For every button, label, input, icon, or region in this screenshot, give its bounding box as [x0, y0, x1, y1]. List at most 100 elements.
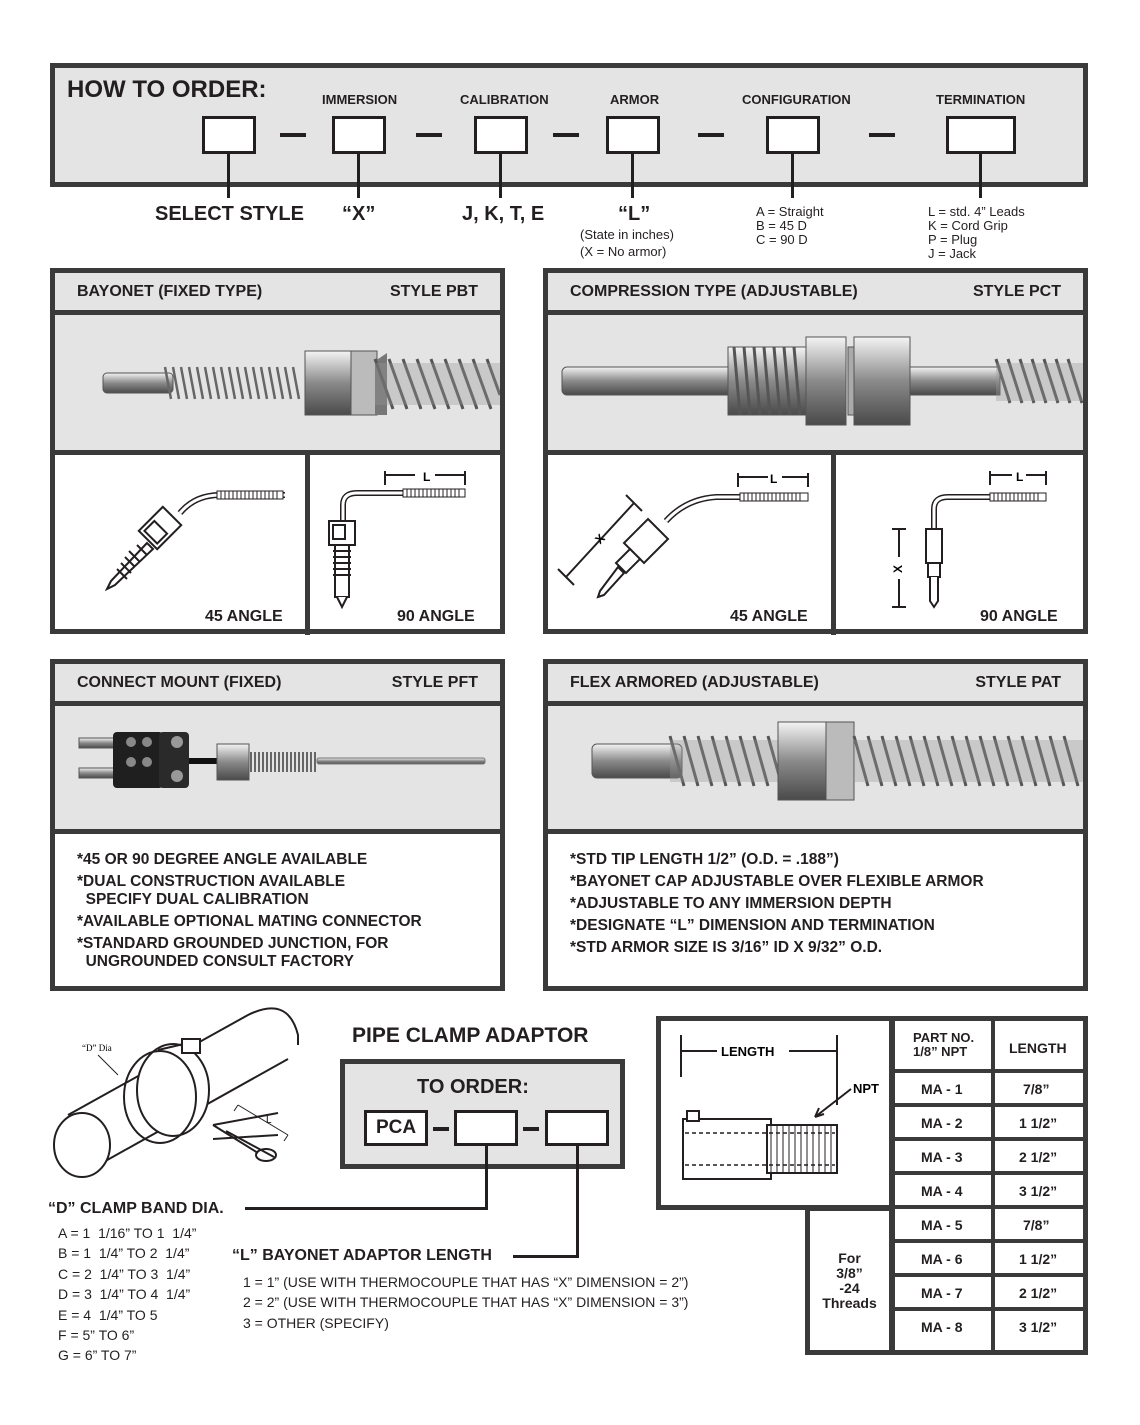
- connector-line: [631, 154, 634, 198]
- calibration-label: CALIBRATION: [460, 92, 549, 107]
- note: *45 OR 90 DEGREE ANGLE AVAILABLE: [77, 851, 368, 868]
- length-cell: 2 1/2”: [1019, 1149, 1058, 1165]
- immersion-label: IMMERSION: [322, 92, 398, 107]
- l-box[interactable]: [545, 1110, 609, 1146]
- l-dimension: L: [266, 1115, 272, 1126]
- col-part-header: PART NO. 1/8” NPT: [913, 1031, 974, 1059]
- connector-line: [979, 154, 982, 198]
- d-options: A = 1 1/16” TO 1 1/4” B = 1 1/4” TO 2 1/…: [58, 1223, 196, 1366]
- part-cell: MA - 8: [921, 1319, 963, 1335]
- panel-style: STYLE PFT: [391, 674, 478, 691]
- table-row: MA - 3 2 1/2”: [895, 1141, 1085, 1175]
- threads-note-line: 3/8”: [836, 1265, 863, 1281]
- panel-title: BAYONET (FIXED TYPE): [77, 283, 263, 300]
- d-option: D = 3 1/4” TO 4 1/4”: [58, 1286, 191, 1303]
- panel-style: STYLE PAT: [975, 674, 1061, 691]
- d-box[interactable]: [454, 1110, 518, 1146]
- part-cell: MA - 4: [921, 1183, 963, 1199]
- bayonet-90-drawing: L: [328, 470, 466, 610]
- l-option: 3 = OTHER (SPECIFY): [243, 1314, 389, 1331]
- connector-line: [513, 1255, 579, 1258]
- termination-option: K = Cord Grip: [928, 218, 1008, 233]
- connector-line: [357, 154, 360, 198]
- d-option: E = 4 1/4” TO 5: [58, 1306, 158, 1323]
- separator-dash: [280, 133, 306, 137]
- angle-label: 90 ANGLE: [397, 608, 475, 625]
- termination-box[interactable]: [946, 116, 1016, 154]
- armor-box[interactable]: [606, 116, 660, 154]
- angle-label: 45 ANGLE: [730, 608, 808, 625]
- length-cell: 7/8”: [1023, 1217, 1050, 1233]
- pipe-clamp-title: PIPE CLAMP ADAPTOR: [352, 1024, 589, 1047]
- adaptor-drawing-frame: LENGTH NPT: [656, 1016, 894, 1210]
- note: *BAYONET CAP ADJUSTABLE OVER FLEXIBLE AR…: [570, 873, 984, 890]
- d-dia-label: “D” Dia: [82, 1043, 112, 1053]
- calibration-box[interactable]: [474, 116, 528, 154]
- connect-mount-photo: [55, 706, 500, 834]
- separator-dash: [523, 1127, 539, 1131]
- col-part-label: 1/8” NPT: [913, 1044, 968, 1059]
- threads-note: For 3/8” -24 Threads: [810, 1251, 889, 1311]
- separator-dash: [698, 133, 724, 137]
- l-option: 2 = 2” (USE WITH THERMOCOUPLE THAT HAS “…: [243, 1294, 689, 1311]
- pipe-clamp-drawing: “D” Dia L: [53, 1007, 299, 1178]
- armor-value: “L”: [618, 203, 651, 225]
- panel-title: CONNECT MOUNT (FIXED): [77, 674, 282, 691]
- panel-title: COMPRESSION TYPE (ADJUSTABLE): [570, 283, 858, 300]
- how-to-order-title: HOW TO ORDER:: [67, 76, 267, 103]
- configuration-label: CONFIGURATION: [742, 92, 851, 107]
- connector-line: [227, 154, 230, 198]
- d-option: F = 5” TO 6”: [58, 1327, 135, 1344]
- length-cell: 2 1/2”: [1019, 1285, 1058, 1301]
- length-cell: 3 1/2”: [1019, 1319, 1058, 1335]
- termination-option: P = Plug: [928, 232, 978, 247]
- dimension-l: L: [423, 470, 430, 484]
- part-cell: MA - 2: [921, 1115, 963, 1131]
- l-option: 1 = 1” (USE WITH THERMOCOUPLE THAT HAS “…: [243, 1274, 689, 1290]
- part-cell: MA - 7: [921, 1285, 963, 1301]
- separator-dash: [416, 133, 442, 137]
- col-part-label: PART NO.: [913, 1030, 975, 1045]
- connector-line: [485, 1146, 488, 1210]
- configuration-box[interactable]: [766, 116, 820, 154]
- compression-45-drawing: L X: [557, 472, 809, 599]
- d-option: G = 6” TO 7”: [58, 1347, 137, 1364]
- d-heading: “D” CLAMP BAND DIA.: [48, 1200, 224, 1217]
- col-length-header: LENGTH: [1009, 1040, 1067, 1056]
- table-row: MA - 8 3 1/2”: [895, 1311, 1085, 1345]
- part-cell: MA - 3: [921, 1149, 963, 1165]
- pca-prefix: PCA: [364, 1110, 428, 1146]
- bayonet-photo: [55, 315, 502, 455]
- note: UNGROUNDED CONSULT FACTORY: [77, 953, 354, 970]
- style-box[interactable]: [202, 116, 256, 154]
- flex-armored-photo: [548, 706, 1083, 834]
- armor-label: ARMOR: [610, 92, 660, 107]
- immersion-box[interactable]: [332, 116, 386, 154]
- termination-option: L = std. 4” Leads: [928, 204, 1025, 219]
- part-cell: MA - 6: [921, 1251, 963, 1267]
- style-pbt-panel: BAYONET (FIXED TYPE) STYLE PBT: [50, 268, 505, 635]
- connector-line: [499, 154, 502, 198]
- configuration-option: C = 90 D: [756, 232, 808, 247]
- note: *STD TIP LENGTH 1/2” (O.D. = .188”): [570, 851, 839, 868]
- angle-label: 90 ANGLE: [980, 608, 1058, 625]
- connector-line: [791, 154, 794, 198]
- compression-photo: [548, 315, 1084, 455]
- configuration-option: B = 45 D: [756, 218, 807, 233]
- separator-dash: [869, 133, 895, 137]
- length-cell: 1 1/2”: [1019, 1251, 1058, 1267]
- table-header: PART NO. 1/8” NPT LENGTH: [895, 1021, 1085, 1073]
- threads-note-line: -24: [839, 1280, 860, 1296]
- connector-line: [576, 1146, 579, 1258]
- panel-style: STYLE PBT: [389, 283, 478, 300]
- threads-note-line: For: [838, 1250, 861, 1266]
- select-style-value: SELECT STYLE: [155, 203, 304, 225]
- table-row: MA - 6 1 1/2”: [895, 1243, 1085, 1277]
- npt-label: NPT: [853, 1081, 879, 1096]
- l-options: 1 = 1” (USE WITH THERMOCOUPLE THAT HAS “…: [243, 1272, 688, 1333]
- style-pat-panel: FLEX ARMORED (ADJUSTABLE)STYLE PAT *STD …: [543, 659, 1088, 991]
